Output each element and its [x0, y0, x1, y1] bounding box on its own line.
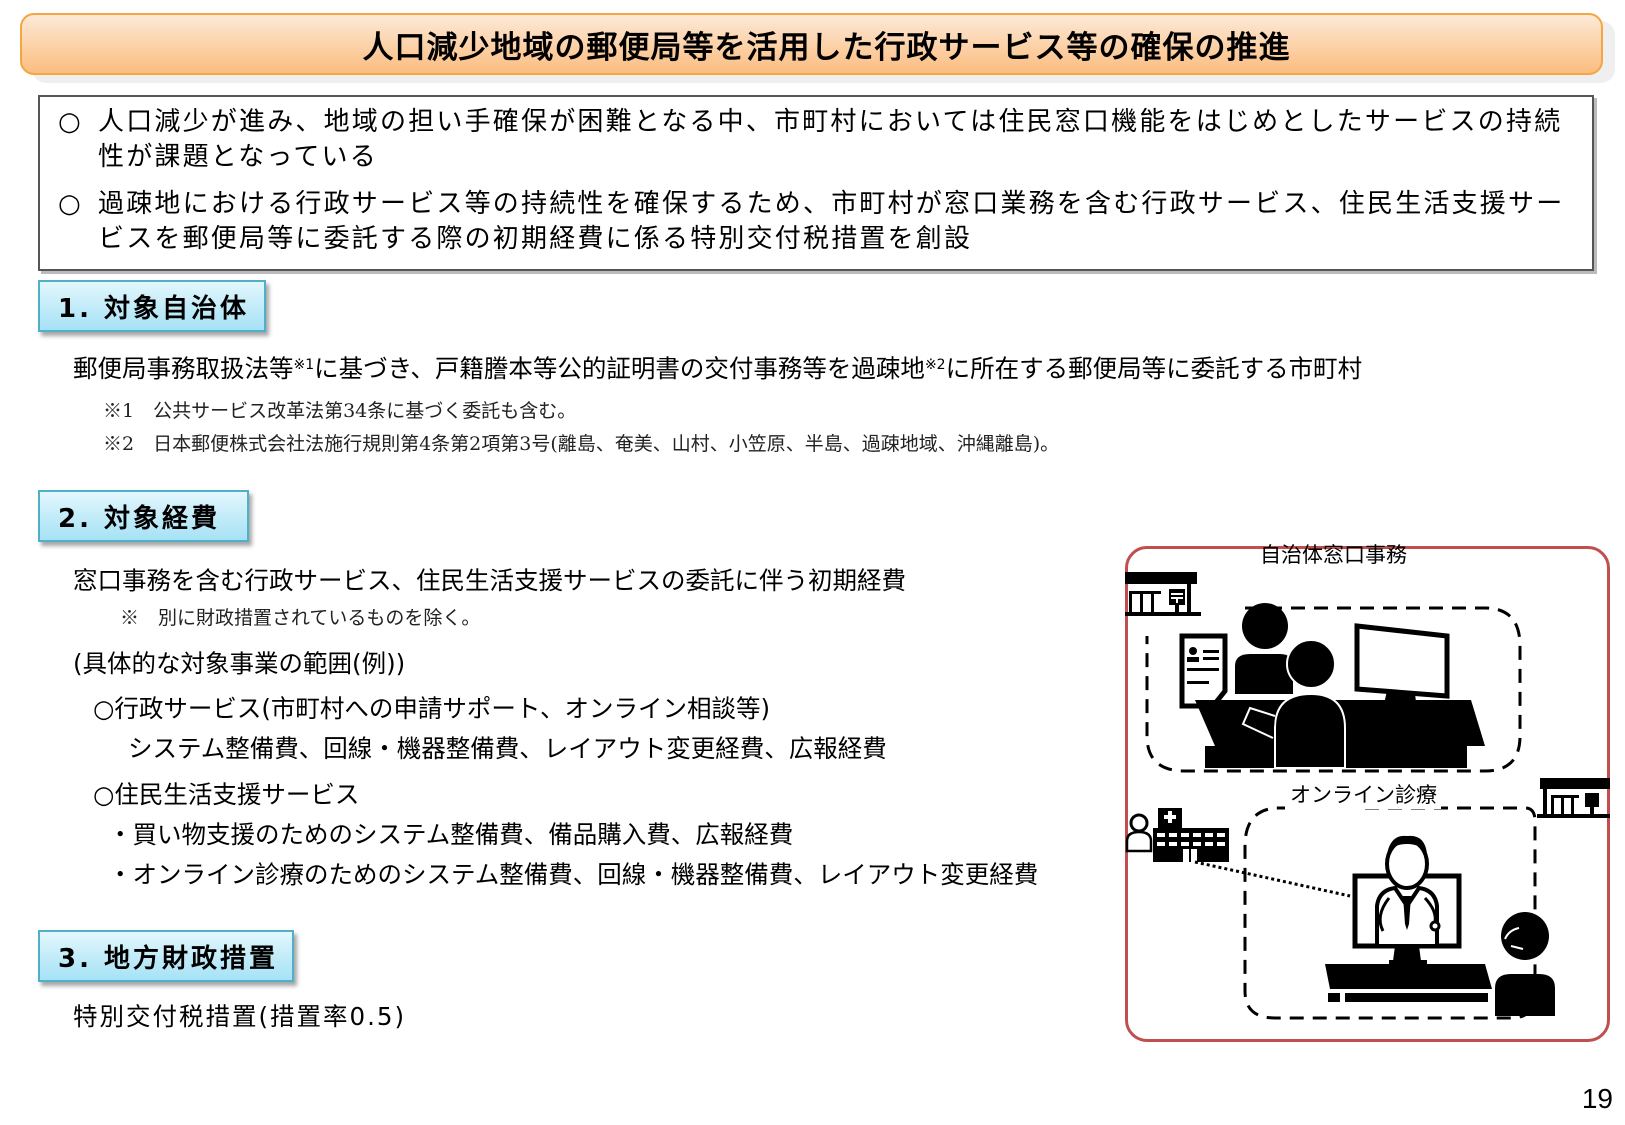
circle-bullet-icon: ○ — [58, 107, 83, 137]
document-icon — [1179, 633, 1228, 709]
admin-services-title: ○行政サービス(市町村への申請サポート、オンライン相談等) — [93, 694, 771, 723]
online-medical-expenses: ・オンライン診療のためのシステム整備費、回線・機器整備費、レイアウト変更経費 — [108, 860, 1039, 889]
admin-services-expenses: システム整備費、回線・機器整備費、レイアウト変更経費、広報経費 — [128, 734, 887, 763]
page-number: 19 — [1581, 1083, 1613, 1114]
summary-item: ○ 過疎地における行政サービス等の持続性を確保するため、市町村が窓口業務を含む行… — [58, 189, 1565, 254]
hospital-icon — [1153, 808, 1229, 862]
patient-with-mask-icon — [1495, 912, 1555, 1016]
doctor-on-screen-icon — [1352, 835, 1462, 964]
shopping-support-expenses: ・買い物支援のためのシステム整備費、備品購入費、広報経費 — [108, 820, 794, 849]
section-3-body: 特別交付税措置(措置率0.5) — [73, 1002, 407, 1031]
section-heading-target-expenses: 2. 対象経費 — [38, 490, 249, 542]
illustration-panel: 自治体窓口事務 オンライン診療 — [1125, 543, 1610, 1042]
slide-title-banner: 人口減少地域の郵便局等を活用した行政サービス等の確保の推進 — [20, 13, 1603, 75]
section-2-note: ※ 別に財政措置されているものを除く。 — [120, 607, 481, 629]
section-heading-target-municipalities: 1. 対象自治体 — [38, 280, 266, 332]
section-heading-local-finance: 3. 地方財政措置 — [38, 930, 294, 982]
post-office-icon — [1537, 778, 1610, 818]
resident-person-icon — [1241, 639, 1346, 769]
illustration-graphics — [1125, 572, 1610, 1020]
summary-box: ○ 人口減少が進み、地域の担い手確保が困難となる中、市町村においては住民窓口機能… — [38, 95, 1594, 271]
monitor-icon — [1354, 623, 1450, 709]
online-medical-label: オンライン診療 — [1286, 779, 1441, 809]
life-support-title: ○住民生活支援サービス — [93, 780, 360, 809]
section-2-body: 窓口事務を含む行政サービス、住民生活支援サービスの委託に伴う初期経費 — [73, 566, 906, 595]
section-1-body: 郵便局事務取扱法等※1に基づき、戸籍謄本等公的証明書の交付事務等を過疎地※2に所… — [73, 354, 1363, 383]
summary-item: ○ 人口減少が進み、地域の担い手確保が困難となる中、市町村においては住民窓口機能… — [58, 107, 1563, 172]
doctor-icon — [1125, 813, 1153, 853]
staff-person-icon — [1235, 603, 1293, 694]
footnote-1: ※1 公共サービス改革法第34条に基づく委託も含む。 — [103, 400, 577, 422]
footnote-2: ※2 日本郵便株式会社法施行規則第4条第2項第3号(離島、奄美、山村、小笠原、半… — [103, 433, 1060, 455]
circle-bullet-icon: ○ — [58, 189, 83, 219]
slide-title: 人口減少地域の郵便局等を活用した行政サービス等の確保の推進 — [362, 29, 1291, 66]
post-office-icon — [1125, 572, 1201, 616]
municipal-counter-label: 自治体窓口事務 — [1260, 543, 1407, 567]
scope-label: (具体的な対象事業の範囲(例)) — [73, 649, 406, 678]
